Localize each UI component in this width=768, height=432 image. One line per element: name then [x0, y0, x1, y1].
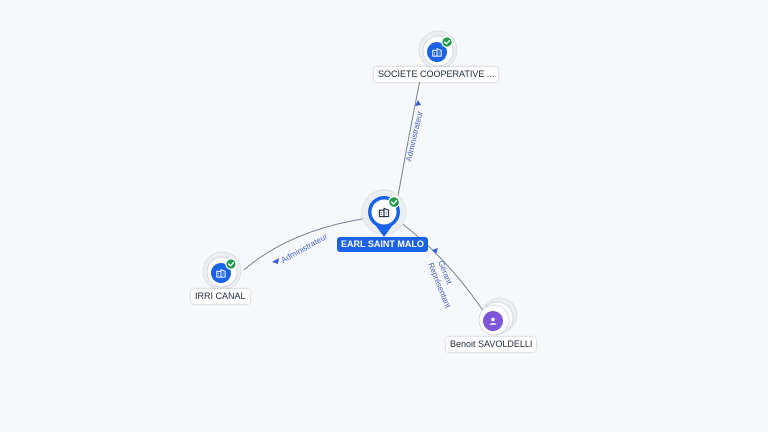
edge-arrow-icon	[272, 258, 279, 264]
node-earl-saint-malo[interactable]	[361, 189, 407, 237]
node-label-irri-canal[interactable]: IRRI CANAL	[191, 289, 250, 304]
node-label-earl-saint-malo[interactable]: EARL SAINT MALO	[337, 237, 428, 252]
verified-check-icon	[225, 258, 237, 270]
node-label-societe-cooperative[interactable]: SOCIETE COOPERATIVE ...	[374, 67, 499, 82]
node-label-benoit-savoldelli[interactable]: Benoit SAVOLDELLI	[446, 337, 537, 352]
edge-arrow-icon	[432, 248, 438, 254]
verified-check-icon	[441, 36, 453, 48]
node-irri-canal[interactable]	[202, 251, 242, 291]
edge-main-societe[interactable]: Administrateur	[397, 79, 425, 197]
node-benoit-savoldelli[interactable]	[478, 297, 518, 336]
edge-label-main-societe: Administrateur	[404, 110, 424, 163]
node-societe-cooperative[interactable]	[418, 30, 458, 70]
verified-check-icon	[388, 196, 401, 209]
edge-label-main-irri: Administrateur	[280, 232, 330, 265]
edge-arrow-icon	[415, 100, 421, 106]
